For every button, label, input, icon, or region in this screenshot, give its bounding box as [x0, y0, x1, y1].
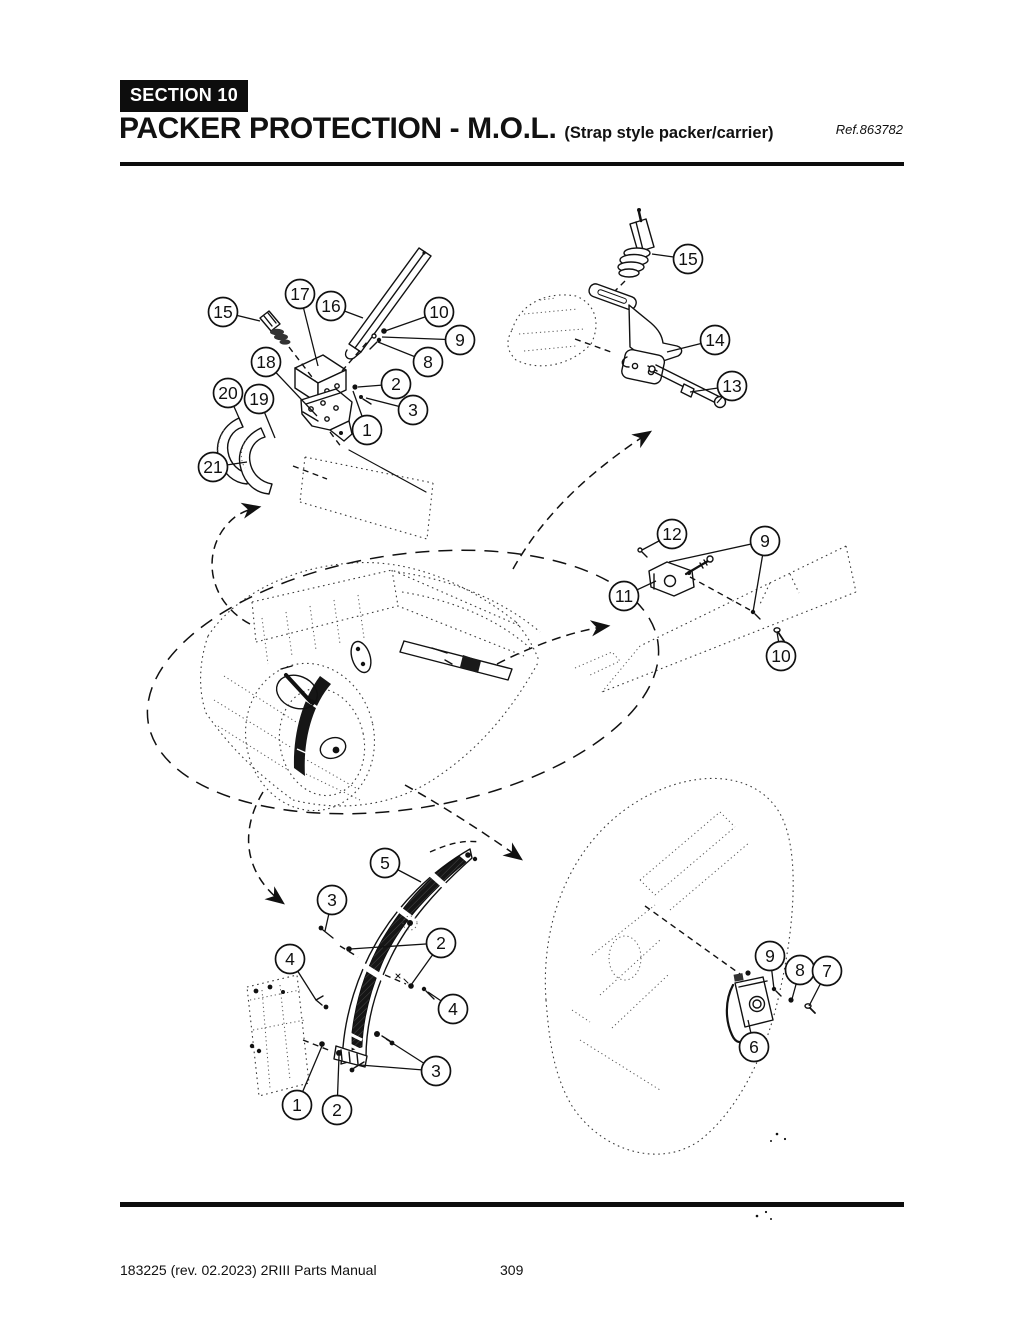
header-title-row: PACKER PROTECTION - M.O.L. (Strap style p… [119, 112, 774, 146]
callout-12: 12 [641, 518, 688, 551]
callout-6: 6 [738, 1019, 770, 1063]
callout-10: 10 [765, 631, 797, 672]
callout-15: 15 [207, 296, 261, 328]
svg-text:3: 3 [327, 890, 337, 910]
svg-text:9: 9 [765, 946, 775, 966]
svg-text:8: 8 [423, 352, 433, 372]
svg-text:2: 2 [436, 933, 446, 953]
callout-3: 3 [359, 1038, 452, 1087]
page-title: PACKER PROTECTION - M.O.L. [119, 112, 557, 145]
callout-18: 18 [250, 346, 318, 417]
callout-9: 9 [381, 324, 476, 356]
detail-protection-strap [246, 848, 478, 1097]
svg-text:4: 4 [448, 999, 458, 1019]
svg-text:14: 14 [705, 330, 725, 350]
footer-doc-info: 183225 (rev. 02.2023) 2RIII Parts Manual [120, 1262, 377, 1278]
svg-text:18: 18 [256, 352, 275, 372]
svg-text:17: 17 [290, 284, 309, 304]
callout-16: 16 [315, 290, 364, 322]
callout-14: 14 [666, 324, 731, 356]
callout-20: 20 [212, 377, 244, 428]
footer-page-number: 309 [500, 1262, 524, 1278]
callout-9: 9 [668, 525, 781, 613]
page-subtitle: (Strap style packer/carrier) [564, 124, 774, 142]
svg-text:8: 8 [795, 960, 805, 980]
callout-4: 4 [427, 991, 469, 1025]
svg-text:16: 16 [321, 296, 340, 316]
svg-text:1: 1 [292, 1095, 302, 1115]
callout-19: 19 [243, 383, 276, 439]
bolt-15 [259, 310, 281, 332]
svg-text:1: 1 [362, 420, 372, 440]
svg-text:7: 7 [822, 961, 832, 981]
svg-text:10: 10 [771, 646, 791, 666]
svg-text:12: 12 [662, 524, 681, 544]
callout-15: 15 [651, 243, 704, 275]
footer-rule [120, 1202, 904, 1207]
detail-strap-bracket-assembly [216, 247, 434, 540]
svg-text:3: 3 [408, 400, 418, 420]
svg-text:19: 19 [249, 389, 268, 409]
svg-text:10: 10 [429, 302, 449, 322]
svg-text:15: 15 [213, 302, 232, 322]
zoom-arrows [146, 430, 660, 905]
callout-1: 1 [281, 1045, 323, 1121]
callout-17: 17 [284, 278, 319, 367]
svg-text:6: 6 [749, 1037, 759, 1057]
detail-cushion-cylinder-bracket [507, 208, 727, 409]
svg-text:4: 4 [285, 949, 295, 969]
svg-text:11: 11 [615, 586, 633, 606]
callout-5: 5 [369, 847, 422, 883]
svg-text:20: 20 [218, 383, 238, 403]
section-badge: SECTION 10 [120, 80, 249, 112]
detail-latch-assembly [574, 545, 857, 693]
callout-13: 13 [689, 370, 748, 404]
callout-9: 9 [754, 940, 786, 990]
svg-text:9: 9 [760, 531, 770, 551]
svg-text:13: 13 [722, 376, 741, 396]
callout-8: 8 [784, 954, 816, 1000]
svg-text:5: 5 [380, 853, 390, 873]
print-specks [755, 1132, 787, 1220]
svg-text:21: 21 [203, 457, 222, 477]
callout-2: 2 [357, 368, 412, 400]
callout-4: 4 [274, 943, 317, 1001]
svg-text:2: 2 [391, 374, 401, 394]
callout-3: 3 [316, 884, 348, 932]
callout-2: 2 [321, 1055, 353, 1126]
machine-overview [200, 561, 541, 812]
callout-2: 2 [349, 927, 457, 986]
latch-block [648, 561, 695, 597]
reference-number: Ref.863782 [835, 122, 903, 137]
callout-8: 8 [377, 341, 444, 378]
callout-3: 3 [365, 394, 429, 426]
svg-text:2: 2 [332, 1100, 342, 1120]
callout-11: 11 [608, 580, 657, 612]
callout-7: 7 [808, 955, 843, 1007]
bracket-slot-plate [588, 283, 637, 311]
svg-text:3: 3 [431, 1061, 441, 1081]
callout-21: 21 [197, 451, 248, 483]
callout-1: 1 [351, 390, 383, 446]
callout-10: 10 [384, 296, 455, 332]
header-rule [120, 162, 904, 166]
svg-text:15: 15 [678, 249, 697, 269]
svg-text:9: 9 [455, 330, 465, 350]
